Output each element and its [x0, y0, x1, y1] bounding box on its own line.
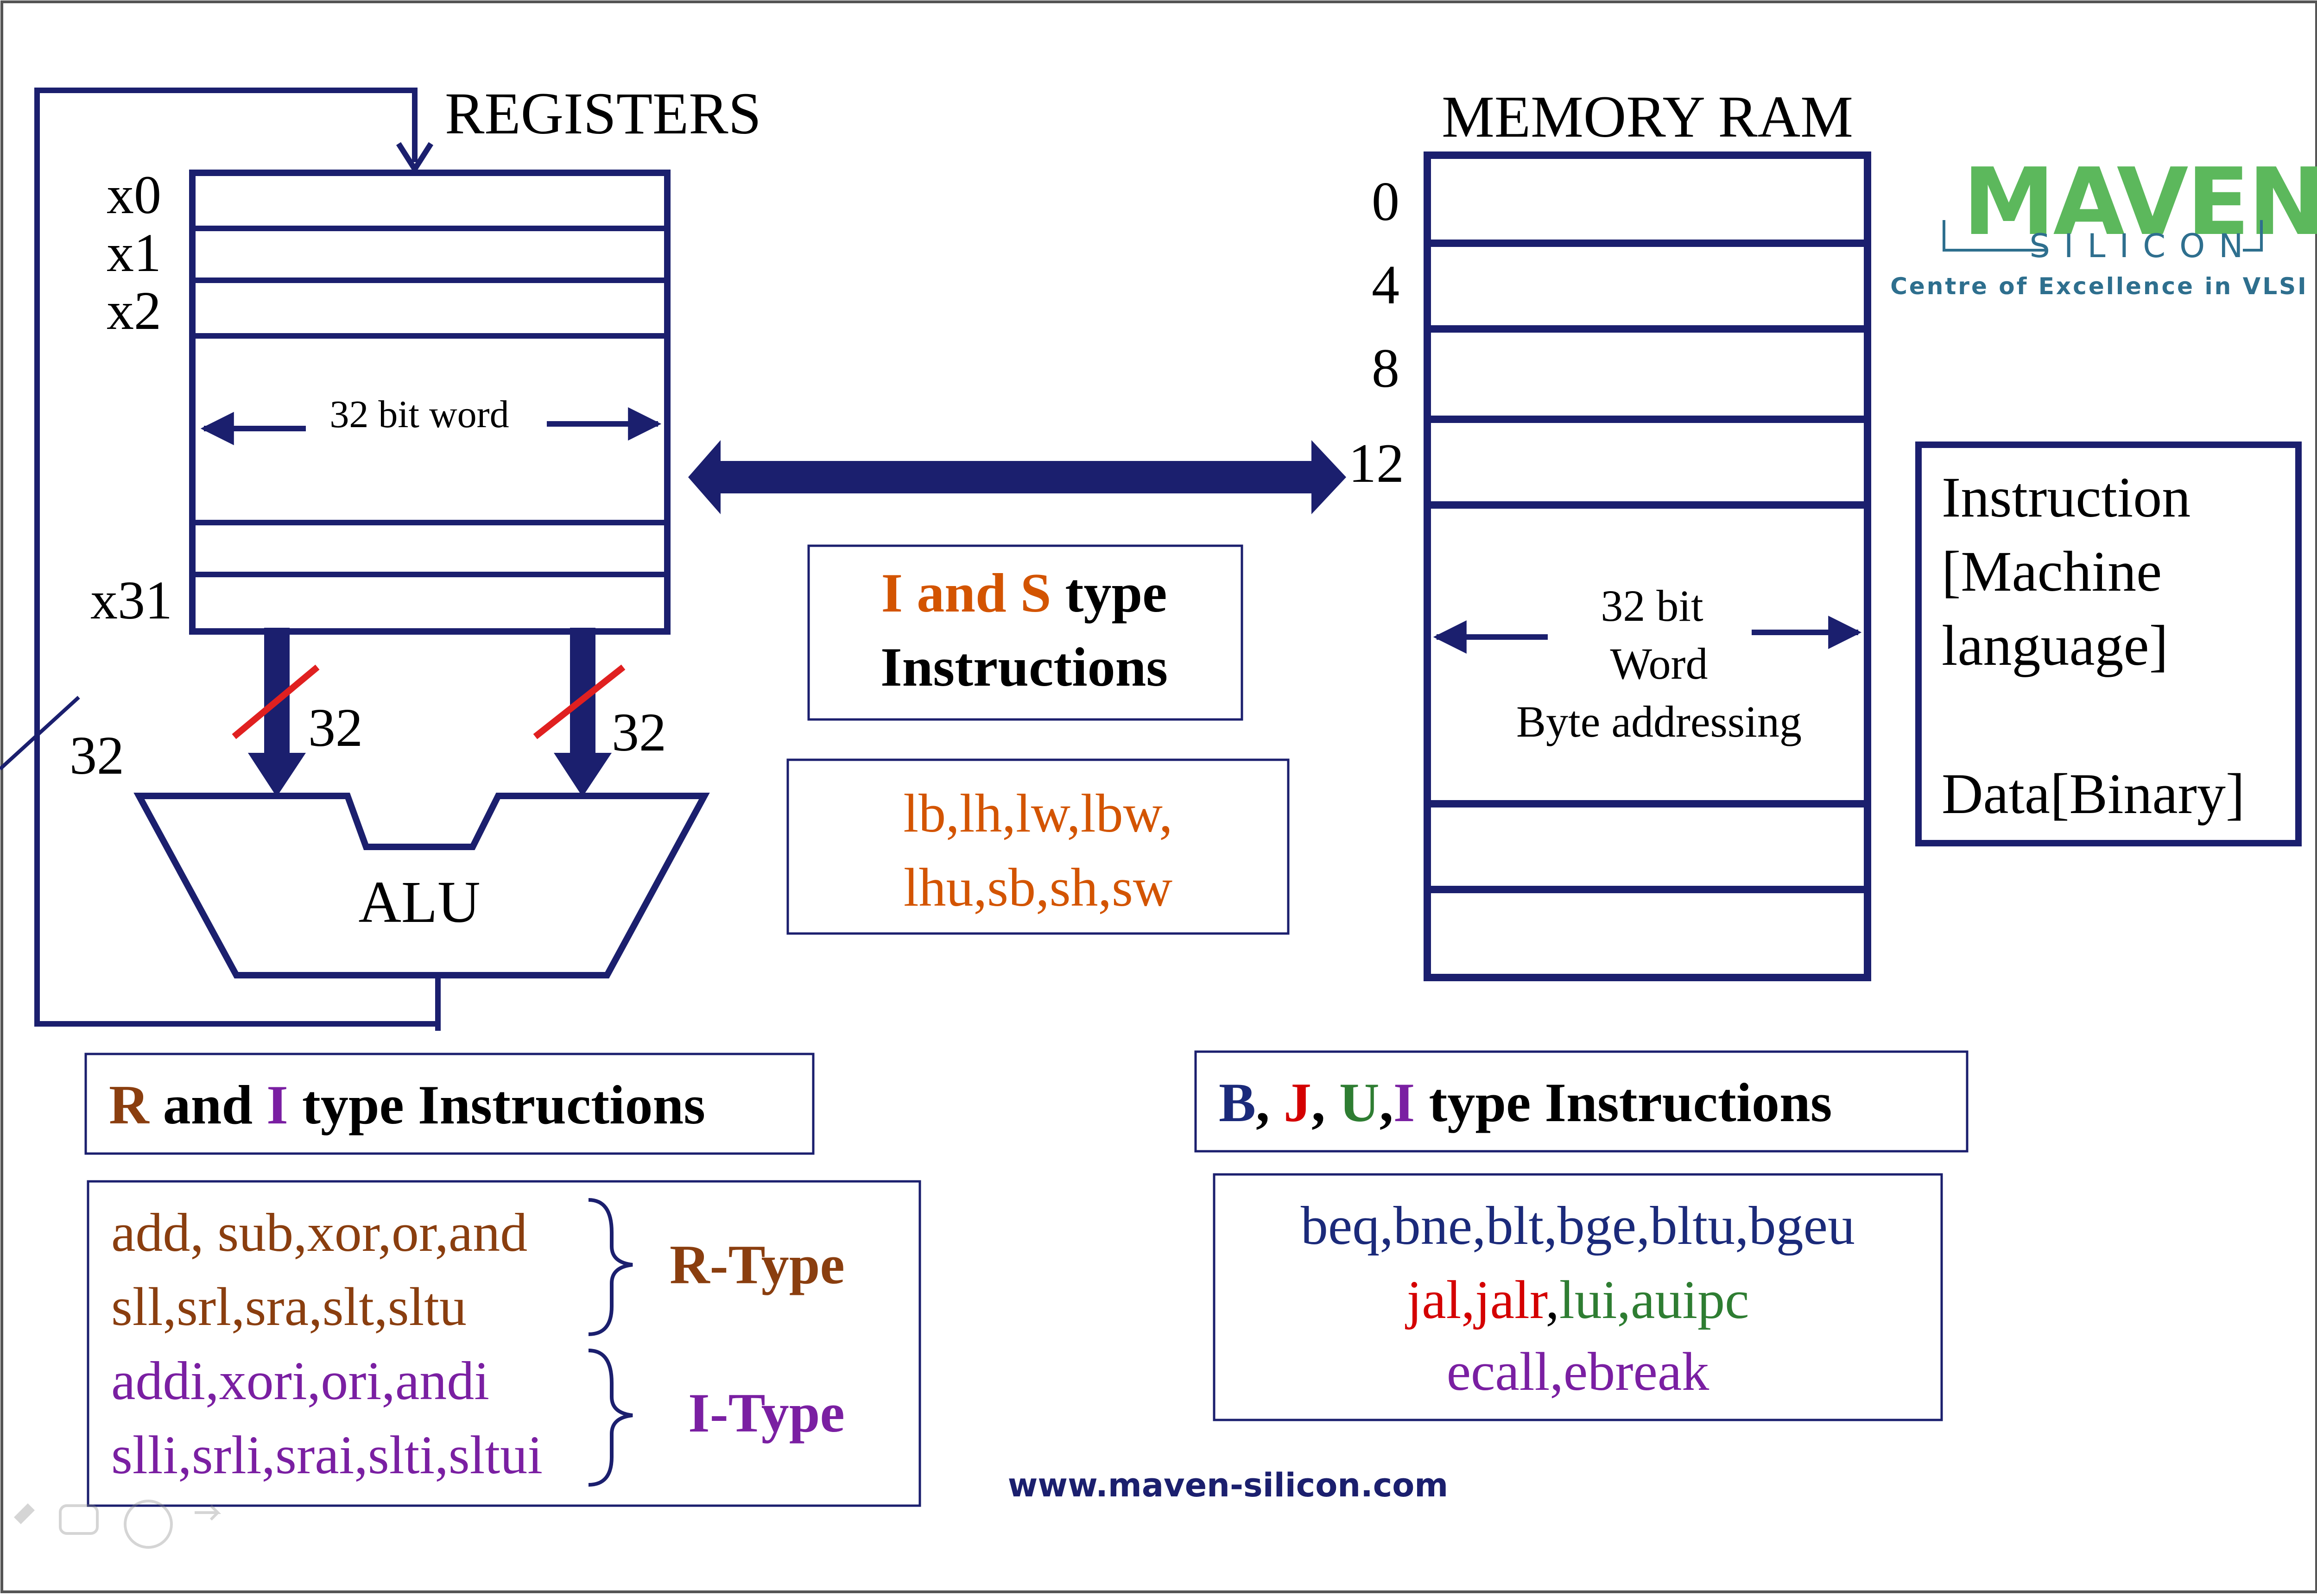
i-type-line2: slli,srli,srai,slti,sltui — [111, 1425, 543, 1485]
ri-type-title: R and I type Instructions — [109, 1074, 705, 1135]
pencil-icon — [14, 1503, 35, 1524]
r-type-brace — [588, 1198, 633, 1336]
logo-tagline: Centre of Excellence in VLSI — [1890, 273, 2308, 300]
b-type-line: beq,bne,blt,bge,bltu,bgeu — [1301, 1195, 1855, 1256]
bus-width-right: 32 — [612, 702, 666, 763]
register-bus-left — [232, 628, 320, 797]
instruction-line3: language] — [1942, 614, 2168, 677]
memory-address-4: 4 — [1372, 254, 1399, 315]
is-type-list-box — [786, 758, 1290, 935]
register-label-x2: x2 — [107, 280, 161, 341]
memory-title: MEMORY RAM — [1442, 84, 1853, 150]
instruction-line2: [Machine — [1942, 540, 2162, 603]
ri-type-title-box — [84, 1053, 815, 1155]
instruction-line1: Instruction — [1942, 466, 2190, 529]
memory-word-line3: Byte addressing — [1516, 697, 1802, 746]
search-icon — [124, 1500, 173, 1549]
bjui-type-title-box — [1194, 1050, 1969, 1153]
register-bus-right — [533, 628, 626, 797]
r-type-line1: add, sub,xor,or,and — [111, 1202, 527, 1263]
memory-block — [1424, 151, 1871, 981]
instruction-data-box — [1915, 442, 2302, 846]
memory-word-line1: 32 bit — [1601, 581, 1703, 631]
memory-word-line2: Word — [1610, 639, 1708, 688]
memory-address-0: 0 — [1372, 170, 1399, 232]
is-type-title-line1: I and S type — [881, 562, 1167, 624]
maven-logo: MAVEN SILICON Centre of Excellence in VL… — [1890, 148, 2317, 300]
i-type-line1: addi,xori,ori,andi — [111, 1350, 489, 1411]
share-icon — [195, 1504, 222, 1521]
bjui-type-list-box — [1213, 1173, 1943, 1421]
ju-type-line: jal,jalr,lui,auipc — [1405, 1269, 1749, 1330]
is-type-list-line1: lb,lh,lw,lbw, — [903, 783, 1172, 844]
register-word-label: 32 bit word — [329, 393, 509, 436]
register-label-x0: x0 — [107, 164, 161, 225]
register-label-x31: x31 — [90, 570, 172, 631]
ri-type-list-box — [87, 1180, 921, 1507]
is-type-title-line2: Instructions — [880, 636, 1168, 698]
bus-width-left: 32 — [308, 697, 363, 758]
is-type-title-box — [807, 544, 1243, 721]
r-type-label: R-Type — [670, 1234, 845, 1295]
i-env-line: ecall,ebreak — [1447, 1341, 1709, 1402]
i-type-brace — [588, 1349, 633, 1487]
memory-address-12: 12 — [1348, 432, 1404, 494]
registers-title: REGISTERS — [445, 81, 761, 146]
is-type-list-line2: lhu,sb,sh,sw — [904, 857, 1172, 918]
memory-bus-arrow — [688, 440, 1346, 514]
logo-name: MAVEN — [1962, 148, 2317, 256]
register-file — [189, 170, 671, 635]
alu-label: ALU — [358, 869, 480, 935]
r-type-line2: sll,srl,sra,slt,sltu — [111, 1276, 467, 1337]
logo-sub: SILICON — [2029, 227, 2257, 265]
register-label-x1: x1 — [107, 222, 161, 283]
footer-url[interactable]: www.maven-silicon.com — [1008, 1466, 1448, 1504]
feedback-width-label: 32 — [70, 725, 124, 786]
alu-shape — [133, 793, 710, 978]
comment-icon — [59, 1504, 99, 1535]
feedback-arrow-head — [396, 142, 434, 175]
memory-address-8: 8 — [1372, 337, 1399, 399]
bjui-type-title: B, J, U,I type Instructions — [1219, 1072, 1832, 1133]
toolbar-ghost — [14, 1500, 222, 1549]
data-line: Data[Binary] — [1942, 762, 2245, 826]
feedback-slash — [0, 696, 80, 770]
i-type-label: I-Type — [688, 1382, 845, 1444]
